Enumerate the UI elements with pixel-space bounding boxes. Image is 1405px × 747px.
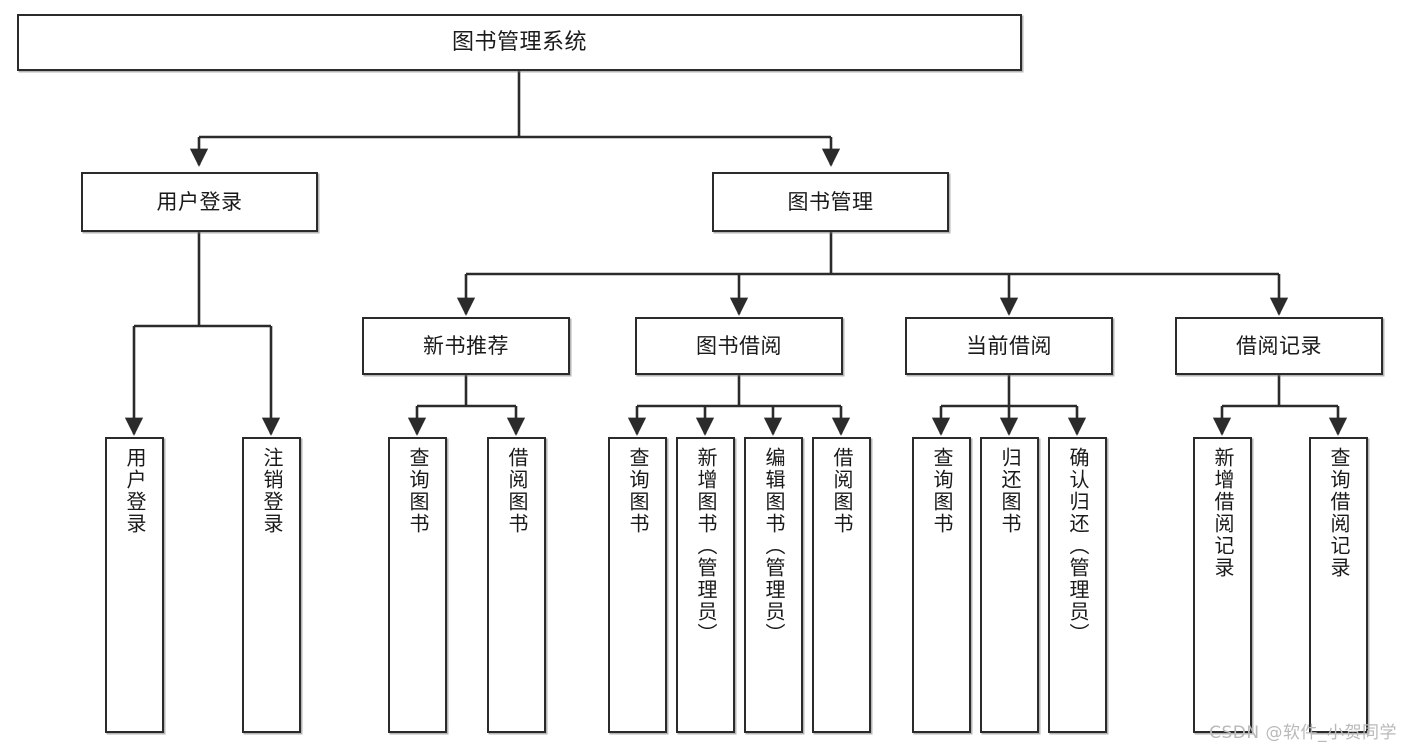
node-label: 图书管理系统 <box>451 29 587 55</box>
node-leaf-add-book[interactable]: 新增图书（管理员） <box>676 437 735 733</box>
node-label: 新书推荐 <box>423 333 509 358</box>
node-leaf-query-book-1[interactable]: 查询图书 <box>388 437 447 733</box>
node-leaf-logout[interactable]: 注销登录 <box>242 437 301 733</box>
node-label: 注销登录 <box>260 447 284 535</box>
node-label: 用户登录 <box>123 447 147 535</box>
node-leaf-user-login[interactable]: 用户登录 <box>105 437 164 733</box>
node-leaf-add-record[interactable]: 新增借阅记录 <box>1193 437 1252 733</box>
node-label: 借阅记录 <box>1236 333 1322 358</box>
node-label: 图书管理 <box>787 189 874 214</box>
node-label: 借阅图书 <box>830 447 854 535</box>
node-book-borrow[interactable]: 图书借阅 <box>635 317 843 375</box>
node-label: 编辑图书（管理员） <box>762 447 786 645</box>
node-label: 用户登录 <box>156 189 243 214</box>
node-book-manage[interactable]: 图书管理 <box>712 172 949 232</box>
node-label: 新增借阅记录 <box>1211 447 1235 579</box>
node-user-login[interactable]: 用户登录 <box>81 172 318 232</box>
node-leaf-edit-book[interactable]: 编辑图书（管理员） <box>744 437 803 733</box>
node-label: 查询图书 <box>930 447 954 535</box>
node-label: 查询图书 <box>626 447 650 535</box>
node-label: 当前借阅 <box>966 333 1052 358</box>
node-new-book-recommend[interactable]: 新书推荐 <box>362 317 570 375</box>
node-label: 确认归还（管理员） <box>1066 447 1090 645</box>
node-leaf-query-record[interactable]: 查询借阅记录 <box>1309 437 1368 733</box>
node-root-system[interactable]: 图书管理系统 <box>17 14 1022 71</box>
node-leaf-query-book-3[interactable]: 查询图书 <box>912 437 971 733</box>
node-leaf-query-book-2[interactable]: 查询图书 <box>608 437 667 733</box>
node-leaf-confirm-return[interactable]: 确认归还（管理员） <box>1048 437 1107 733</box>
node-leaf-borrow-book-2[interactable]: 借阅图书 <box>812 437 871 733</box>
node-label: 借阅图书 <box>505 447 529 535</box>
node-borrow-record[interactable]: 借阅记录 <box>1175 317 1383 375</box>
node-label: 新增图书（管理员） <box>694 447 718 645</box>
node-label: 查询图书 <box>406 447 430 535</box>
node-label: 查询借阅记录 <box>1327 447 1351 579</box>
node-current-borrow[interactable]: 当前借阅 <box>905 317 1113 375</box>
node-leaf-return-book[interactable]: 归还图书 <box>980 437 1039 733</box>
node-label: 归还图书 <box>998 447 1022 535</box>
node-leaf-borrow-book-1[interactable]: 借阅图书 <box>487 437 546 733</box>
watermark: CSDN @软件_小贺同学 <box>1209 723 1397 743</box>
node-label: 图书借阅 <box>696 333 782 358</box>
